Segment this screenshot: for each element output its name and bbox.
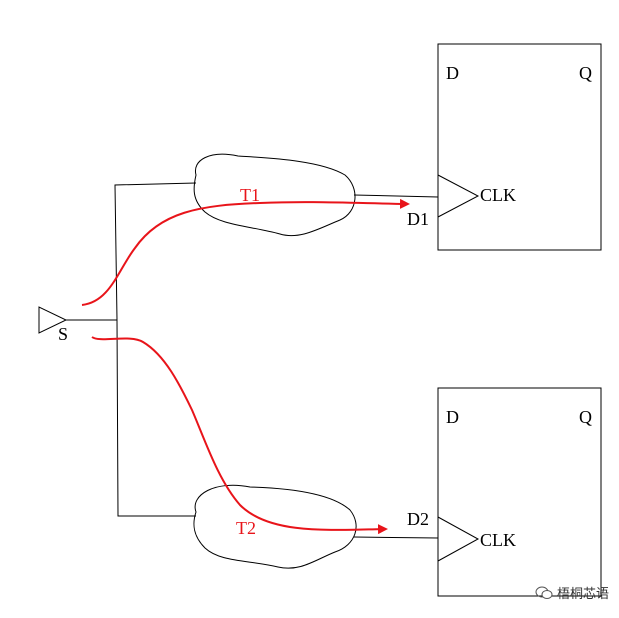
flipflop-2: D Q CLK D2 bbox=[407, 387, 602, 597]
flipflop-1-clock-triangle-icon bbox=[437, 174, 480, 218]
source-buffer: S bbox=[38, 306, 68, 344]
logic-cloud-upper bbox=[193, 153, 356, 237]
flipflop-1: D Q CLK D1 bbox=[407, 43, 602, 251]
flipflop-1-clk-label: CLK bbox=[480, 185, 516, 205]
flipflop-2-clk-label: CLK bbox=[480, 530, 516, 550]
timing-path-1-curve bbox=[81, 198, 410, 306]
wire-cloud-to-ff1 bbox=[353, 194, 439, 198]
flipflop-1-d-label: D bbox=[446, 63, 459, 83]
timing-path-1-label: T1 bbox=[240, 185, 260, 205]
wire-cloud-to-ff2 bbox=[353, 536, 439, 539]
flipflop-1-input-label: D1 bbox=[407, 209, 429, 229]
flipflop-1-box bbox=[437, 43, 602, 251]
flipflop-2-clock-triangle-icon bbox=[437, 516, 480, 562]
timing-path-1: T1 bbox=[81, 185, 410, 306]
flipflop-2-input-label: D2 bbox=[407, 509, 429, 529]
flipflop-2-q-label: Q bbox=[579, 407, 592, 427]
flipflop-2-d-label: D bbox=[446, 407, 459, 427]
timing-path-2-label: T2 bbox=[236, 518, 256, 538]
watermark-text: 梧桐芯语 bbox=[556, 587, 609, 602]
source-label: S bbox=[58, 324, 68, 344]
source-buffer-triangle-icon bbox=[38, 306, 68, 334]
wechat-icon bbox=[535, 586, 553, 599]
flipflop-2-box bbox=[437, 387, 602, 597]
logic-cloud-lower bbox=[193, 484, 357, 569]
flipflop-1-q-label: Q bbox=[579, 63, 592, 83]
timing-path-2-curve bbox=[91, 336, 388, 535]
source-wires bbox=[66, 182, 197, 517]
timing-path-2: T2 bbox=[91, 336, 388, 538]
watermark: 梧桐芯语 bbox=[535, 583, 609, 602]
